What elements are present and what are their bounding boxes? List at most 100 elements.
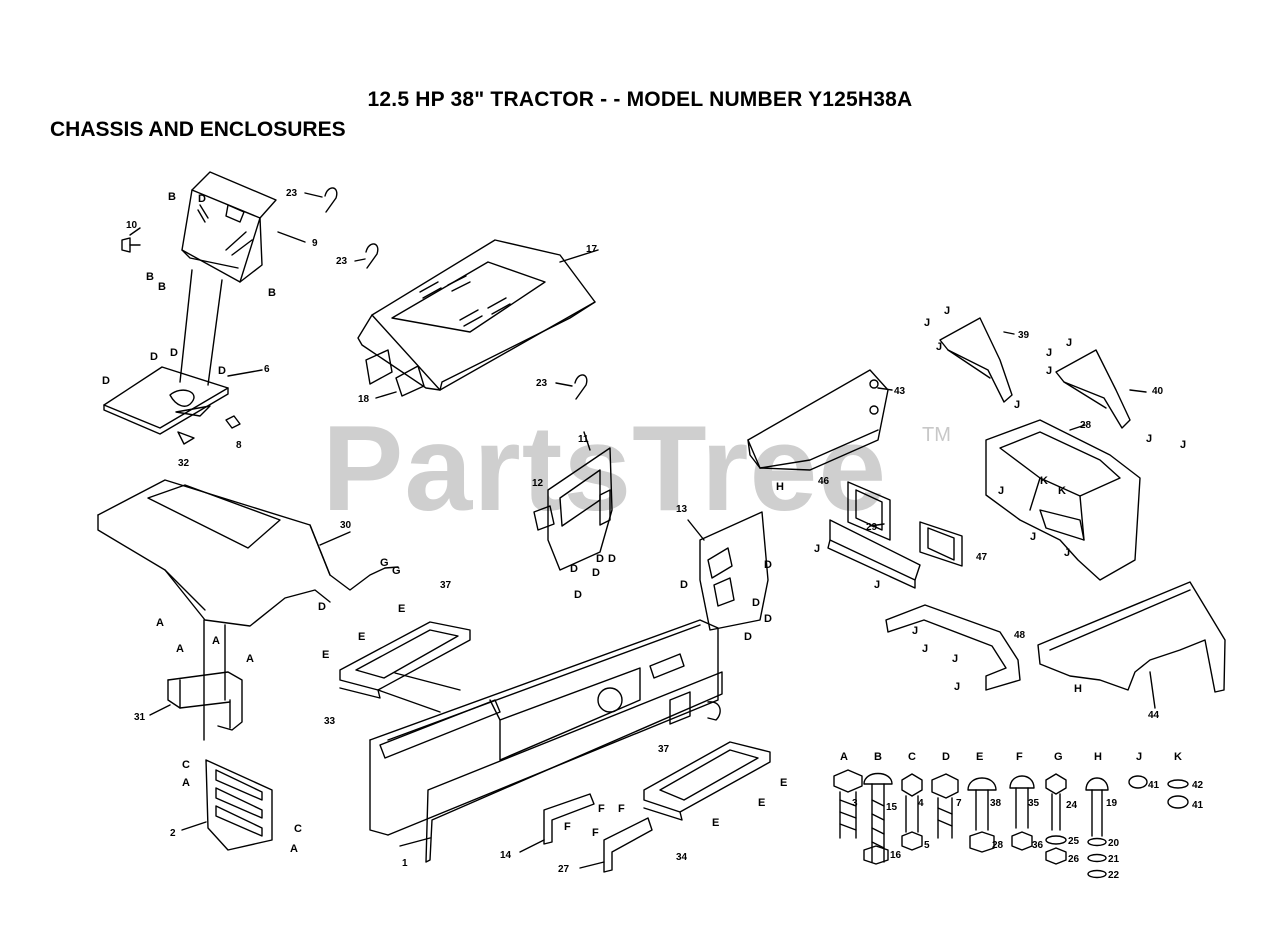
- svg-text:E: E: [712, 817, 719, 829]
- svg-text:D: D: [680, 579, 688, 591]
- svg-text:C: C: [182, 759, 190, 771]
- svg-text:A: A: [246, 653, 254, 665]
- svg-text:F: F: [564, 821, 571, 833]
- svg-text:38: 38: [990, 798, 1002, 809]
- svg-text:F: F: [1016, 751, 1023, 763]
- svg-text:J: J: [1064, 547, 1070, 559]
- callout-29: 29: [866, 522, 878, 533]
- svg-text:J: J: [924, 317, 930, 329]
- callout-43: 43: [894, 386, 906, 397]
- part-9-dash-panel: [181, 171, 306, 283]
- svg-text:A: A: [290, 843, 298, 855]
- callout-17: 17: [586, 244, 598, 255]
- svg-text:F: F: [618, 803, 625, 815]
- callout-13: 13: [676, 504, 688, 515]
- svg-text:H: H: [1074, 683, 1082, 695]
- part-2-cover-plate: [181, 759, 273, 851]
- svg-text:E: E: [780, 777, 787, 789]
- svg-text:B: B: [158, 281, 166, 293]
- part-33-footrest-left: [339, 621, 471, 713]
- section-title: CHASSIS AND ENCLOSURES: [50, 118, 346, 141]
- part-29-support: [827, 519, 921, 589]
- svg-text:D: D: [744, 631, 752, 643]
- callout-28: 28: [1080, 420, 1092, 431]
- svg-text:A: A: [176, 643, 184, 655]
- callout-32: 32: [178, 458, 190, 469]
- part-11-side-panel: [547, 431, 613, 571]
- callout-37: 37: [658, 744, 670, 755]
- svg-text:J: J: [1066, 337, 1072, 349]
- svg-text:36: 36: [1032, 840, 1044, 851]
- callout-40: 40: [1152, 386, 1164, 397]
- callout-48: 48: [1014, 630, 1026, 641]
- svg-text:K: K: [1058, 485, 1066, 497]
- hardware-fasteners: [833, 769, 1189, 879]
- svg-text:25: 25: [1068, 836, 1080, 847]
- svg-text:F: F: [592, 827, 599, 839]
- part-44-side-skirt: [1037, 581, 1226, 709]
- part-13-side-panel: [687, 511, 769, 631]
- callout-8: 8: [236, 440, 242, 451]
- svg-text:J: J: [814, 543, 820, 555]
- svg-text:D: D: [198, 193, 206, 205]
- svg-text:J: J: [952, 653, 958, 665]
- svg-text:7: 7: [956, 798, 962, 809]
- svg-text:D: D: [170, 347, 178, 359]
- fastener-reference-letters: B D B B B D D D D G G D A A A A C A C A …: [102, 191, 1186, 855]
- hardware-part-numbers: 3 15 4 7 38 35 24 19 41 42 41 16 5 28 36…: [852, 780, 1204, 881]
- svg-text:35: 35: [1028, 798, 1040, 809]
- svg-text:D: D: [764, 559, 772, 571]
- svg-text:C: C: [294, 823, 302, 835]
- svg-text:B: B: [146, 271, 154, 283]
- part-28-dash-housing: [985, 419, 1141, 581]
- svg-text:3: 3: [852, 798, 858, 809]
- svg-text:22: 22: [1108, 870, 1120, 881]
- svg-text:J: J: [874, 579, 880, 591]
- svg-text:15: 15: [886, 802, 898, 813]
- part-23-hairpin-b: [354, 243, 379, 269]
- svg-text:24: 24: [1066, 800, 1078, 811]
- callout-6: 6: [264, 364, 270, 375]
- part-43-dash-panel: [747, 369, 893, 471]
- svg-text:4: 4: [918, 798, 924, 809]
- svg-text:42: 42: [1192, 780, 1204, 791]
- svg-text:41: 41: [1192, 800, 1204, 811]
- svg-text:D: D: [574, 589, 582, 601]
- svg-text:J: J: [954, 681, 960, 693]
- svg-text:28: 28: [992, 840, 1004, 851]
- svg-text:E: E: [322, 649, 329, 661]
- callout-31: 31: [134, 712, 146, 723]
- svg-text:A: A: [182, 777, 190, 789]
- callout-10: 10: [126, 220, 138, 231]
- part-10-bolt: [121, 227, 141, 253]
- hardware-column-headers: A B C D E F G H J K: [840, 751, 1182, 763]
- svg-text:D: D: [764, 613, 772, 625]
- part-34-footrest-right: [643, 741, 771, 821]
- part-23-hairpin-a: [304, 187, 338, 213]
- part-6-floor-plate: [103, 366, 263, 445]
- svg-text:E: E: [398, 603, 405, 615]
- svg-text:G: G: [1054, 751, 1063, 763]
- callout-37: 37: [440, 580, 452, 591]
- svg-text:J: J: [1030, 531, 1036, 543]
- svg-text:D: D: [218, 365, 226, 377]
- svg-text:D: D: [592, 567, 600, 579]
- part-47-grille: [919, 521, 963, 567]
- svg-text:D: D: [150, 351, 158, 363]
- svg-text:K: K: [1040, 475, 1048, 487]
- callout-27: 27: [558, 864, 570, 875]
- svg-text:A: A: [840, 751, 848, 763]
- part-30-rear-fender: [97, 479, 399, 741]
- svg-text:E: E: [358, 631, 365, 643]
- svg-text:J: J: [1046, 347, 1052, 359]
- callout-30: 30: [340, 520, 352, 531]
- callout-2: 2: [170, 828, 176, 839]
- part-23-hairpin-c: [555, 374, 588, 400]
- part-18-headlight-lens: [365, 349, 425, 399]
- callout-47: 47: [976, 552, 988, 563]
- part-46-grille: [847, 481, 891, 541]
- callout-46: 46: [818, 476, 830, 487]
- part-31-bracket: [149, 671, 243, 731]
- svg-text:J: J: [1046, 365, 1052, 377]
